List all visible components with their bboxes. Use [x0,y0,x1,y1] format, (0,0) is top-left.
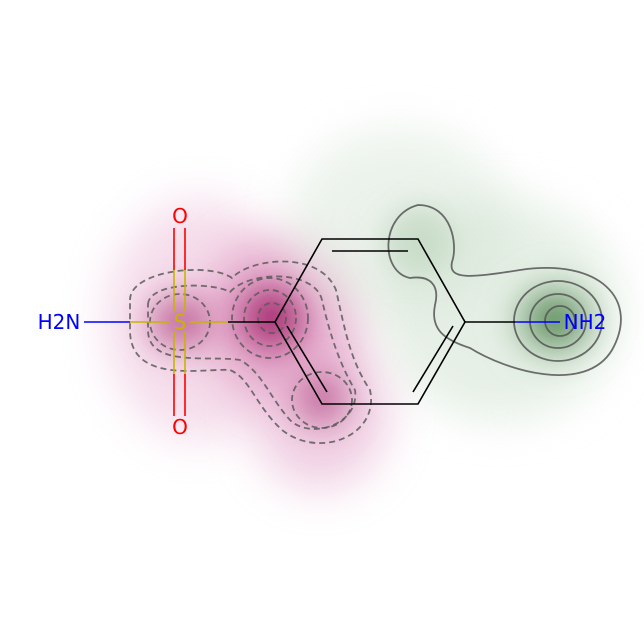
atom-label-nh2: NH2 [564,310,607,334]
positive-contours [387,204,622,376]
contour-3-neg [231,277,309,359]
contour-4-neg [243,289,297,347]
bonds [84,228,560,416]
atom-label-oxygen-top: O [172,204,188,228]
contour-outer-neg [129,260,373,444]
contour-5-neg [257,302,287,334]
contour-2-neg [147,275,356,430]
contour-outer-pos [387,204,622,376]
contour-4-pos [544,305,576,337]
contour-ring-neg [291,371,353,429]
atom-label-oxygen-bottom: O [172,415,188,439]
ring-inner-double-left [286,325,328,393]
ring-inner-double-right [412,325,454,393]
contour-3-pos [529,293,587,349]
contour-2-pos [513,280,603,362]
atom-label-sulfur: S [174,310,187,334]
atom-labels: H2N S O O NH2 [38,204,607,439]
atom-label-h2n: H2N [38,310,81,334]
